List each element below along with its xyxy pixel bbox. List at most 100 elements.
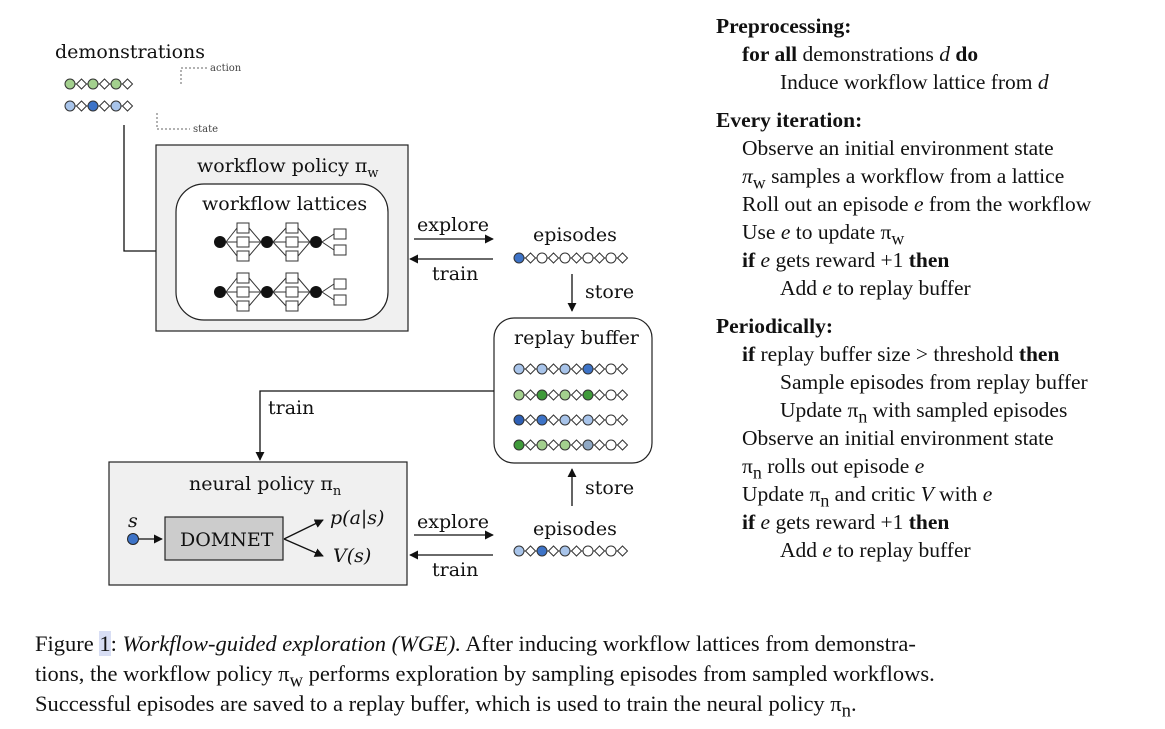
action-node: [524, 252, 537, 264]
state-node: [64, 78, 76, 90]
action-node: [570, 414, 583, 426]
demonstration-sequences: [64, 78, 134, 112]
action-node: [616, 439, 629, 451]
lattice-edge: [321, 283, 335, 293]
action-node: [98, 100, 111, 112]
store-top-label: store: [585, 281, 634, 303]
lattice-edge: [272, 241, 287, 257]
state-node: [559, 545, 571, 557]
state-node: [513, 414, 525, 426]
lattice-edge: [225, 291, 238, 307]
action-node: [524, 439, 537, 451]
state-node: [513, 252, 525, 264]
if-reward-line-w: if e gets reward +1 then: [742, 248, 950, 272]
action-node: [593, 252, 606, 264]
lattice-edge: [297, 277, 311, 293]
domnet-to-p-arrow: [283, 519, 324, 540]
state-node: [605, 545, 617, 557]
train-bottom-label: train: [432, 559, 478, 581]
lattice-step: [285, 250, 299, 262]
state-node: [536, 414, 548, 426]
state-node: [513, 363, 525, 375]
train-left-arrow: [255, 390, 494, 461]
action-node: [616, 363, 629, 375]
state-node: [127, 533, 139, 545]
action-node: [593, 414, 606, 426]
if-reward-line-n: if e gets reward +1 then: [742, 510, 950, 534]
state-node: [513, 545, 525, 557]
state-node: [87, 100, 99, 112]
workflow-policy-label: workflow policy πw: [197, 155, 379, 181]
action-node: [570, 389, 583, 401]
workflow-lattices-label: workflow lattices: [202, 193, 367, 215]
lattice-edge: [225, 227, 238, 243]
use-e-line: Use e to update πw: [742, 220, 905, 249]
lattice-node: [214, 236, 226, 248]
state-node: [605, 252, 617, 264]
state-node: [536, 389, 548, 401]
pi-w-samples-line: πw samples a workflow from a lattice: [742, 164, 1065, 193]
state-s-label: s: [128, 510, 138, 532]
add-replay-line-w: Add e to replay buffer: [780, 276, 971, 300]
lattice-step: [236, 286, 250, 298]
state-node: [110, 78, 122, 90]
action-node: [570, 439, 583, 451]
lattice-edge: [248, 291, 262, 307]
domnet-label: DOMNET: [180, 529, 274, 551]
pi-n-rollout-line: πn rolls out episode e: [742, 454, 925, 483]
action-node: [524, 363, 537, 375]
add-replay-line-n: Add e to replay buffer: [780, 538, 971, 562]
state-callout: [156, 113, 190, 130]
state-node: [559, 389, 571, 401]
state-node: [605, 389, 617, 401]
lattice-step: [333, 294, 347, 306]
lattice-step: [285, 222, 299, 234]
rollout-line: Roll out an episode e from the workflow: [742, 192, 1092, 216]
train-top-label: train: [432, 263, 478, 285]
action-node: [75, 100, 88, 112]
action-node: [75, 78, 88, 90]
episode-bottom-sequence: [513, 545, 629, 557]
episodes-bottom-label: episodes: [533, 518, 617, 540]
state-node: [536, 252, 548, 264]
action-node: [616, 389, 629, 401]
state-node: [536, 545, 548, 557]
figure-number-link[interactable]: 1: [99, 631, 111, 656]
state-node: [582, 363, 594, 375]
lattice-edge: [248, 227, 262, 243]
domnet-to-v-arrow: [283, 538, 324, 557]
if-buffer-line: if replay buffer size > threshold then: [742, 342, 1060, 366]
action-node: [547, 389, 560, 401]
action-node: [524, 414, 537, 426]
lattice-step: [236, 222, 250, 234]
state-label: state: [193, 124, 218, 135]
state-node: [605, 414, 617, 426]
algorithm-listing: Preprocessing: for all demonstrations d …: [716, 12, 1161, 564]
neural-policy-label: neural policy πn: [189, 473, 342, 499]
action-node: [524, 389, 537, 401]
replay-buffer-label: replay buffer: [514, 327, 640, 349]
state-node: [559, 439, 571, 451]
replay-buffer-episodes: [513, 363, 629, 451]
action-node: [593, 363, 606, 375]
lattice-step: [285, 286, 299, 298]
update-n-line: Update πn with sampled episodes: [780, 398, 1068, 427]
action-node: [121, 78, 134, 90]
for-all-line: for all demonstrations d do: [742, 42, 979, 66]
state-node: [559, 414, 571, 426]
lattice-edge: [248, 277, 262, 293]
lattice-edge: [225, 241, 238, 257]
lattice-step: [236, 272, 250, 284]
observe-line-n: Observe an initial environment state: [742, 426, 1054, 450]
state-node: [87, 78, 99, 90]
lattice-node: [261, 236, 273, 248]
lattice-node: [310, 236, 322, 248]
lattice-node: [214, 286, 226, 298]
caption-line-1: Figure 1: Workflow-guided exploration (W…: [35, 631, 916, 656]
lattice-edge: [297, 227, 311, 243]
lattice-node: [310, 286, 322, 298]
action-node: [547, 252, 560, 264]
lattice-edge: [321, 291, 335, 301]
lattice-edge: [272, 227, 287, 243]
policy-output-label: p(a|s): [330, 507, 384, 529]
